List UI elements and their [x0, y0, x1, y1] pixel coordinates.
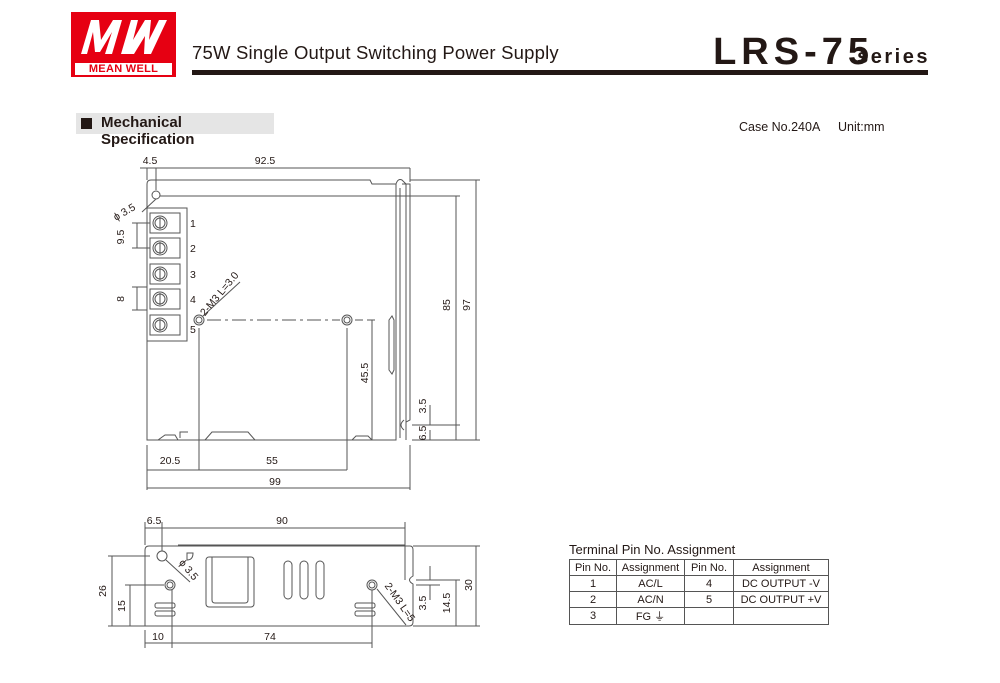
dim-label: 92.5: [255, 155, 276, 167]
dim-label: 99: [269, 476, 281, 488]
dim-label: 14.5: [441, 593, 453, 614]
column-header: Assignment: [616, 559, 685, 576]
terminal-number: 5: [190, 324, 196, 336]
dim-label: 3.5: [417, 596, 429, 611]
side-case-outline: [144, 545, 414, 627]
table-row: 3 FG ⏚: [569, 607, 829, 625]
table-cell: DC OUTPUT +V: [733, 591, 829, 608]
table-cell: AC/N: [616, 591, 685, 608]
table-cell: 4: [684, 575, 734, 592]
product-subtitle: 75W Single Output Switching Power Supply: [192, 42, 559, 63]
table-cell: 1: [569, 575, 617, 592]
dim-label: 3.5: [417, 399, 429, 414]
terminal-numbers: 1 2 3 4 5: [190, 218, 196, 336]
pin-assignment-table: Pin No. Assignment Pin No. Assignment 1 …: [569, 559, 829, 625]
top-case-outline: [146, 179, 397, 441]
table-cell: [684, 607, 734, 625]
table-cell: 5: [684, 591, 734, 608]
dim-label: ϕ 3.5: [176, 557, 200, 583]
dim-label: 6.5: [147, 515, 162, 527]
dim-label: 74: [264, 631, 276, 643]
terminal-number: 1: [190, 218, 196, 230]
terminal-number: 2: [190, 243, 196, 255]
logo-text: MEAN WELL: [75, 63, 172, 75]
model-name: LRS-75: [713, 31, 874, 73]
table-cell: DC OUTPUT -V: [733, 575, 829, 592]
dim-label: 26: [97, 585, 109, 597]
dim-label: 90: [276, 515, 288, 527]
table-cell: [733, 607, 829, 625]
column-header: Assignment: [733, 559, 829, 576]
table-header-row: Pin No. Assignment Pin No. Assignment: [569, 559, 829, 576]
dim-label: 97: [461, 299, 473, 311]
case-number: Case No.240A: [739, 120, 821, 134]
section-heading: Mechanical Specification: [76, 113, 274, 148]
dim-label: 9.5: [115, 230, 127, 245]
column-header: Pin No.: [684, 559, 734, 576]
dim-label: 30: [463, 579, 475, 591]
table-row: 1 AC/L 4 DC OUTPUT -V: [569, 575, 829, 592]
table-cell: 3: [569, 607, 617, 625]
pin-table-title: Terminal Pin No. Assignment: [569, 542, 736, 557]
header-rule: [192, 70, 928, 75]
bullet-square-icon: [81, 118, 92, 129]
series-label: series: [857, 46, 930, 68]
dim-label: 15: [116, 600, 128, 612]
terminal-number: 4: [190, 294, 196, 306]
unit-label: Unit:mm: [838, 120, 885, 134]
column-header: Pin No.: [569, 559, 617, 576]
dim-label: 6.5: [417, 426, 429, 441]
table-cell: 2: [569, 591, 617, 608]
mw-logo-mark-icon: [81, 20, 167, 54]
dim-label: 8: [115, 296, 127, 302]
table-row: 2 AC/N 5 DC OUTPUT +V: [569, 591, 829, 608]
dim-label: 85: [441, 299, 453, 311]
mean-well-logo: MEAN WELL: [71, 12, 176, 77]
dim-label: 4.5: [143, 155, 158, 167]
dim-label: 45.5: [359, 363, 371, 384]
dim-label: 10: [152, 631, 164, 643]
table-cell: FG ⏚: [616, 607, 685, 625]
table-cell: AC/L: [616, 575, 685, 592]
dim-label: 20.5: [160, 455, 181, 467]
terminal-number: 3: [190, 269, 196, 281]
dim-label: 55: [266, 455, 278, 467]
section-title: Mechanical Specification: [101, 114, 195, 148]
